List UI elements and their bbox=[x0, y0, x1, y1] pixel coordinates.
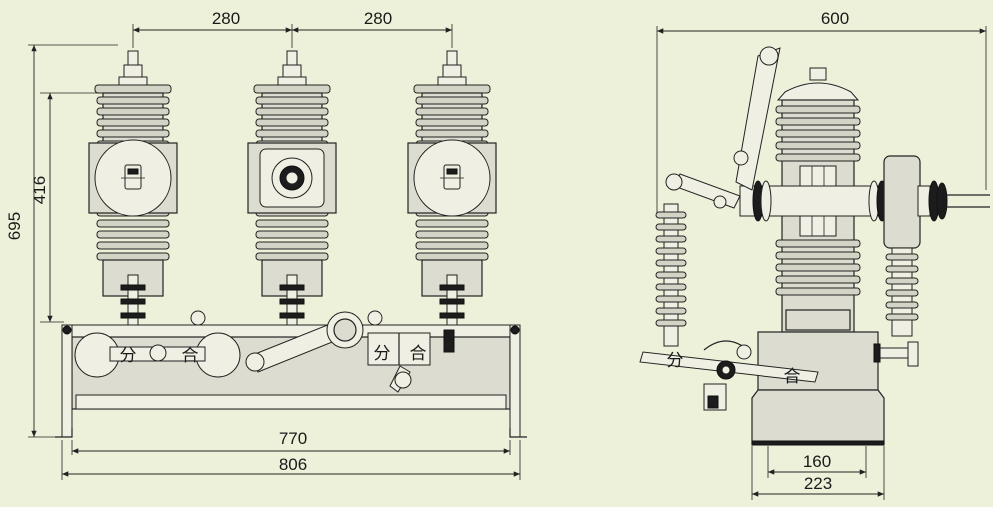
side-view: 600 bbox=[639, 9, 990, 500]
dim-806: 806 bbox=[279, 455, 307, 474]
dimension-side-bottom bbox=[751, 446, 885, 500]
side-isolator-arm bbox=[665, 46, 781, 209]
front-label-open-left: 分 bbox=[120, 346, 137, 365]
dim-416: 416 bbox=[30, 176, 49, 204]
side-bushing bbox=[739, 180, 901, 222]
dim-600: 600 bbox=[821, 9, 849, 28]
base-frame bbox=[55, 310, 527, 438]
dimension-side-top bbox=[656, 26, 987, 215]
dim-770: 770 bbox=[279, 429, 307, 448]
pole-right bbox=[407, 50, 497, 356]
front-label-close-left: 合 bbox=[182, 346, 199, 365]
side-label-close: 合 bbox=[784, 367, 801, 386]
pole-middle bbox=[247, 50, 337, 356]
dim-695: 695 bbox=[5, 212, 24, 240]
dim-223: 223 bbox=[804, 474, 832, 493]
dim-280-right: 280 bbox=[364, 9, 392, 28]
front-view: 分 合 分 合 280 280 695 416 bbox=[5, 9, 527, 480]
dimension-left bbox=[28, 44, 118, 438]
dimension-top bbox=[132, 24, 453, 48]
side-left-arrester bbox=[655, 203, 687, 347]
side-label-open: 分 bbox=[667, 351, 684, 370]
front-label-open-right: 分 bbox=[374, 344, 391, 363]
pole-left bbox=[88, 50, 178, 356]
side-right-insulator bbox=[883, 155, 990, 337]
dim-280-left: 280 bbox=[212, 9, 240, 28]
dimension-bottom bbox=[61, 440, 521, 480]
side-base bbox=[639, 331, 919, 446]
front-label-close-right: 合 bbox=[410, 344, 427, 363]
dim-160: 160 bbox=[803, 452, 831, 471]
